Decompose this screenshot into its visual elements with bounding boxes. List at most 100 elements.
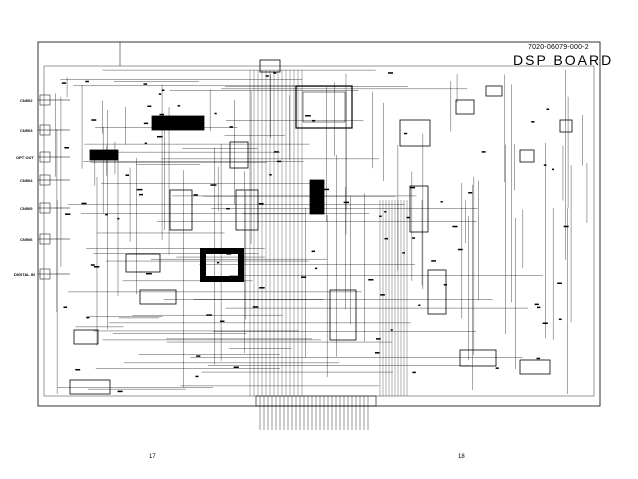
component-mark <box>536 306 541 309</box>
component-mark <box>457 248 463 251</box>
component-mark <box>93 266 100 268</box>
component-mark <box>229 126 233 128</box>
component-box <box>409 185 429 233</box>
component-mark <box>145 272 152 275</box>
bottom-connector <box>255 395 377 407</box>
component-box <box>39 233 51 245</box>
ic-layer <box>39 59 573 395</box>
component-box <box>39 124 51 136</box>
component-box <box>39 268 51 280</box>
component-mark <box>546 108 550 111</box>
component-box <box>559 119 573 133</box>
component-mark <box>105 213 108 216</box>
component-mark <box>468 192 473 194</box>
component-mark <box>226 253 232 255</box>
component-mark <box>418 304 421 307</box>
component-mark <box>324 188 330 191</box>
component-mark <box>226 207 230 210</box>
component-mark <box>402 252 405 254</box>
component-box <box>139 289 177 305</box>
component-mark <box>216 261 220 264</box>
component-box <box>519 149 535 163</box>
component-mark <box>403 132 408 135</box>
component-mark <box>214 112 217 115</box>
connector-label-digital-in: DIGITAL IN <box>14 272 35 277</box>
component-mark <box>495 367 499 369</box>
component-mark <box>452 225 458 228</box>
component-mark <box>159 113 165 116</box>
component-box <box>39 174 51 186</box>
connector-label-cn506: CN506 <box>20 237 33 242</box>
component-mark <box>259 287 265 289</box>
component-mark <box>177 105 181 107</box>
component-mark <box>91 119 97 121</box>
component-mark <box>531 121 535 123</box>
component-mark <box>406 216 410 219</box>
component-mark <box>158 93 162 95</box>
page-number-right: 18 <box>458 454 465 460</box>
component-mark <box>368 279 374 281</box>
component-mark <box>563 225 569 228</box>
component-mark <box>481 151 486 153</box>
component-mark <box>143 122 149 125</box>
component-box <box>39 202 51 214</box>
component-mark <box>384 210 387 213</box>
component-mark <box>543 164 547 166</box>
component-mark <box>161 89 165 92</box>
component-mark <box>156 135 163 138</box>
component-box <box>459 349 497 367</box>
component-box <box>151 115 205 131</box>
component-mark <box>258 202 264 205</box>
component-mark <box>305 115 311 117</box>
component-mark <box>384 237 389 240</box>
component-mark <box>206 314 212 316</box>
component-mark <box>265 75 269 77</box>
component-mark <box>75 368 81 371</box>
component-mark <box>440 201 443 203</box>
component-mark <box>558 318 562 321</box>
component-box <box>229 141 249 169</box>
connector-label-opt-out: OPT OUT <box>16 155 34 160</box>
component-mark <box>136 188 143 191</box>
component-mark <box>300 276 307 278</box>
component-mark <box>234 248 237 250</box>
component-mark <box>210 184 217 186</box>
component-mark <box>193 194 198 196</box>
component-mark <box>557 282 562 284</box>
component-box <box>455 99 475 115</box>
component-box <box>519 359 551 375</box>
component-mark <box>144 142 147 145</box>
component-mark <box>86 316 90 319</box>
component-mark <box>311 250 316 253</box>
component-mark <box>143 83 148 85</box>
component-mark <box>63 306 68 309</box>
part-number: 7020-06079-000-2 <box>528 44 589 51</box>
component-mark <box>312 119 316 122</box>
connector-label-cn502: CN502 <box>20 98 33 103</box>
component-mark <box>542 322 548 325</box>
component-mark <box>64 146 70 149</box>
component-box <box>69 379 111 395</box>
component-box <box>427 269 447 315</box>
component-mark <box>252 306 259 308</box>
component-mark <box>117 217 120 220</box>
component-mark <box>390 329 393 331</box>
component-box <box>169 189 193 231</box>
connector-label-cn504: CN504 <box>20 178 33 183</box>
component-mark <box>125 174 130 176</box>
component-mark <box>274 151 279 153</box>
component-mark <box>534 303 539 306</box>
dsp-chip-upper <box>295 85 353 129</box>
component-mark <box>343 201 350 204</box>
component-box <box>39 94 51 106</box>
component-mark <box>536 357 541 360</box>
component-mark <box>409 186 416 189</box>
component-mark <box>412 371 416 374</box>
component-mark <box>139 193 144 196</box>
component-mark <box>551 168 555 171</box>
component-box <box>485 85 503 97</box>
component-mark <box>380 294 385 296</box>
component-mark <box>195 375 199 378</box>
